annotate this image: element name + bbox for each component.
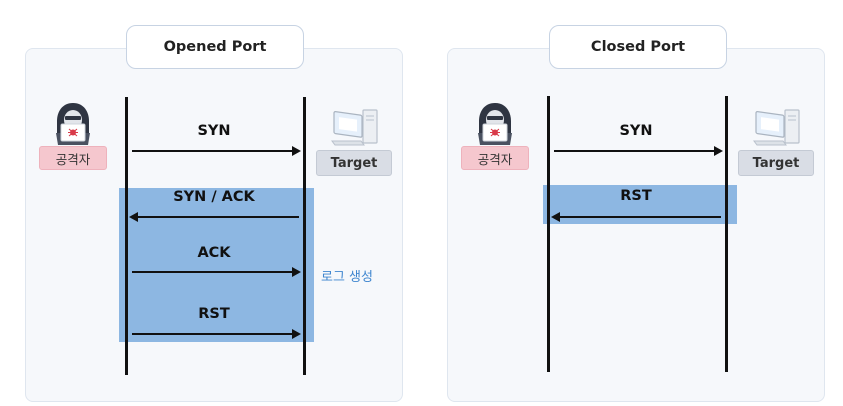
target-label: Target: [738, 150, 814, 176]
target-label: Target: [316, 150, 392, 176]
message-label-ack: ACK: [197, 245, 231, 261]
computer-icon: [753, 109, 800, 146]
target-lifeline: [303, 97, 306, 375]
attacker-label: 공격자: [461, 146, 529, 170]
arrow-syn-ack: [129, 212, 299, 222]
attacker-lifeline: [547, 96, 550, 372]
log-generated-label: 로그 생성: [321, 270, 373, 285]
message-label-rst: RST: [620, 188, 652, 204]
attacker-label: 공격자: [39, 146, 107, 170]
arrow-ack: [132, 267, 301, 277]
message-label-syn: SYN: [197, 123, 231, 139]
opened-port-title: Opened Port: [126, 25, 304, 69]
message-label-syn-ack: SYN / ACK: [173, 189, 255, 205]
attacker-lifeline: [125, 97, 128, 375]
hooded-hacker-icon: [56, 103, 90, 145]
message-label-rst: RST: [198, 306, 230, 322]
arrow-syn: [132, 146, 301, 156]
log-highlight-region: [119, 188, 314, 342]
message-label-syn: SYN: [619, 123, 653, 139]
closed-port-panel: [447, 48, 825, 402]
closed-port-title: Closed Port: [549, 25, 727, 69]
computer-icon: [331, 109, 378, 146]
arrow-rst: [132, 329, 301, 339]
arrow-rst: [551, 212, 721, 222]
arrow-syn: [554, 146, 723, 156]
hooded-hacker-icon: [478, 103, 512, 145]
target-lifeline: [725, 96, 728, 372]
